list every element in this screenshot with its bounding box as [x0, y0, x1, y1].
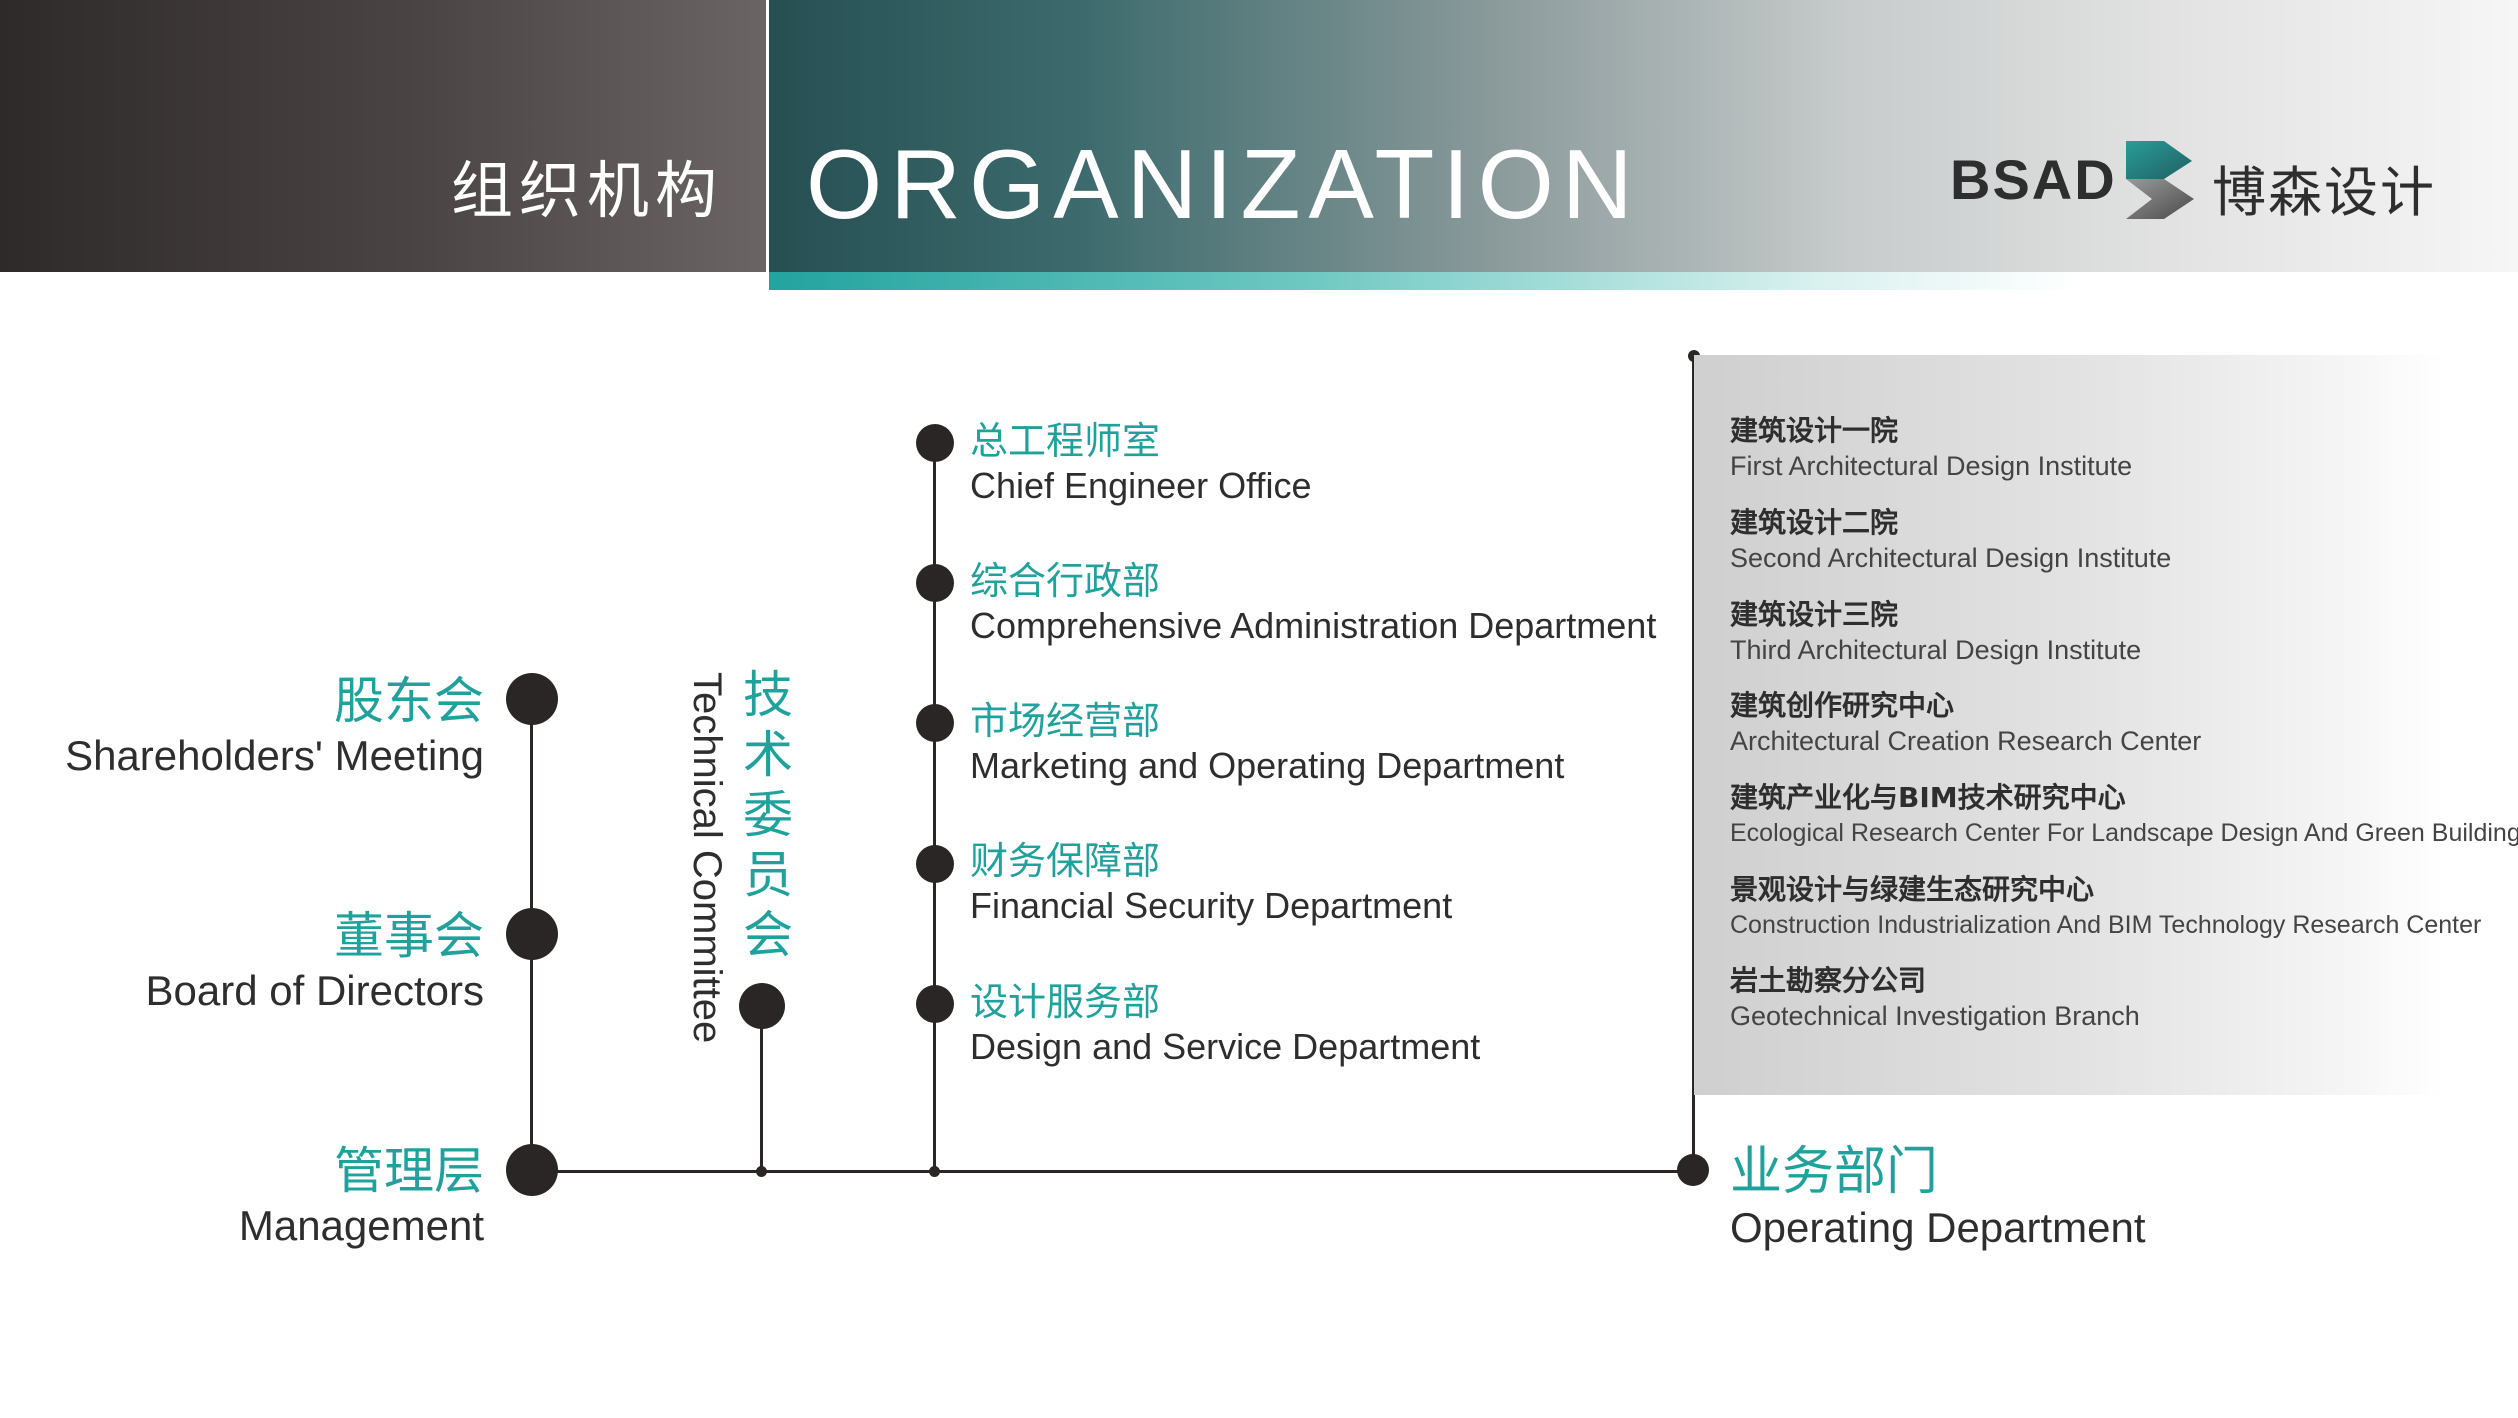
header-accent-stripe — [769, 272, 2518, 290]
dept-financial-security: 财务保障部 Financial Security Department — [970, 838, 1452, 928]
node-dot-chief-engineer — [916, 424, 954, 462]
dept-comprehensive-administration: 综合行政部 Comprehensive Administration Depar… — [970, 558, 1656, 648]
page-title-cn: 组织机构 — [450, 154, 723, 227]
unit-geotechnical-branch: 岩土勘察分公司 Geotechnical Investigation Branc… — [1730, 963, 2140, 1033]
dept-label-cn: 财务保障部 — [970, 839, 1161, 883]
node-label-cn: 管理层 — [334, 1142, 484, 1200]
junction-dot — [756, 1166, 767, 1177]
operating-dept-spine — [1692, 355, 1695, 1170]
unit-label-cn: 岩土勘察分公司 — [1730, 964, 1927, 997]
node-operating-department: 业务部门 Operating Department — [1730, 1142, 2146, 1254]
unit-label-en: Ecological Research Center For Landscape… — [1730, 819, 2518, 847]
node-label-en: Shareholders' Meeting — [65, 732, 484, 779]
dept-label-en: Financial Security Department — [970, 885, 1453, 926]
node-label-cn: 董事会 — [334, 907, 484, 965]
unit-label-en: Second Architectural Design Institute — [1730, 543, 2172, 573]
dept-label-en: Marketing and Operating Department — [970, 745, 1565, 786]
dept-design-service: 设计服务部 Design and Service Department — [970, 979, 1480, 1069]
dept-label-cn: 综合行政部 — [970, 559, 1161, 603]
node-label-en: Operating Department — [1730, 1204, 2146, 1251]
bsad-logo-icon — [2124, 137, 2198, 225]
node-management: 管理层 Management — [239, 1142, 484, 1252]
unit-label-en: Construction Industrialization And BIM T… — [1730, 911, 2482, 939]
unit-label-en: Architectural Creation Research Center — [1730, 726, 2202, 756]
dept-label-en: Chief Engineer Office — [970, 465, 1312, 506]
node-dot-marketing — [916, 704, 954, 742]
dept-label-cn: 市场经营部 — [970, 699, 1161, 743]
unit-label-cn: 建筑设计二院 — [1730, 506, 1899, 539]
functional-dept-spine — [933, 440, 936, 1171]
unit-bim-research-center: 建筑产业化与BIM技术研究中心 Ecological Research Cent… — [1730, 780, 2518, 850]
node-dot-administration — [916, 564, 954, 602]
node-label-en: Management — [238, 1202, 484, 1249]
unit-first-design-institute: 建筑设计一院 First Architectural Design Instit… — [1730, 413, 2132, 483]
node-dot-technical-committee — [739, 983, 785, 1029]
technical-committee-stem — [760, 1005, 763, 1171]
dept-marketing-operating: 市场经营部 Marketing and Operating Department — [970, 698, 1564, 788]
node-dot-shareholders — [506, 673, 558, 725]
main-horizontal-connector — [530, 1170, 1698, 1173]
unit-label-en: Third Architectural Design Institute — [1730, 635, 2142, 665]
operating-units-panel — [1694, 355, 2444, 1095]
node-shareholders-meeting: 股东会 Shareholders' Meeting — [65, 672, 484, 782]
dept-label-cn: 总工程师室 — [970, 419, 1161, 463]
dept-label-en: Comprehensive Administration Department — [970, 605, 1657, 646]
unit-label-cn: 建筑产业化与BIM技术研究中心 — [1730, 781, 2126, 814]
node-dot-board — [506, 908, 558, 960]
node-dot-financial — [916, 845, 954, 883]
node-dot-management — [506, 1144, 558, 1196]
unit-label-cn: 建筑设计三院 — [1730, 598, 1899, 631]
node-dot-operating-department — [1677, 1154, 1709, 1186]
unit-label-cn: 建筑设计一院 — [1730, 414, 1899, 447]
node-label-cn: 业务部门 — [1730, 1142, 1939, 1202]
technical-committee-label-en: Technical Committee — [685, 672, 729, 1044]
node-label-en: Board of Directors — [145, 967, 484, 1014]
header-left-band — [0, 0, 766, 272]
unit-landscape-green-center: 景观设计与绿建生态研究中心 Construction Industrializa… — [1730, 872, 2481, 942]
node-board-of-directors: 董事会 Board of Directors — [146, 907, 484, 1017]
unit-second-design-institute: 建筑设计二院 Second Architectural Design Insti… — [1730, 505, 2171, 575]
unit-architectural-creation-center: 建筑创作研究中心 Architectural Creation Research… — [1730, 688, 2201, 758]
unit-label-cn: 景观设计与绿建生态研究中心 — [1730, 873, 2095, 906]
node-dot-design-service — [916, 985, 954, 1023]
unit-third-design-institute: 建筑设计三院 Third Architectural Design Instit… — [1730, 597, 2141, 667]
header-right-band — [769, 0, 2518, 272]
unit-label-en: First Architectural Design Institute — [1730, 451, 2133, 481]
logo-text-cn: 博森设计 — [2212, 161, 2436, 224]
unit-label-en: Geotechnical Investigation Branch — [1730, 1001, 2140, 1031]
dept-label-cn: 设计服务部 — [970, 980, 1161, 1024]
dept-label-en: Design and Service Department — [970, 1026, 1481, 1067]
junction-dot — [929, 1166, 940, 1177]
technical-committee-label-cn: 技术委员会 — [743, 666, 793, 964]
page-title-en: ORGANIZATION — [806, 129, 1641, 239]
node-label-cn: 股东会 — [334, 672, 484, 730]
dept-chief-engineer-office: 总工程师室 Chief Engineer Office — [970, 418, 1312, 508]
unit-label-cn: 建筑创作研究中心 — [1730, 689, 1955, 722]
logo-wordmark: BSAD — [1950, 148, 2117, 211]
